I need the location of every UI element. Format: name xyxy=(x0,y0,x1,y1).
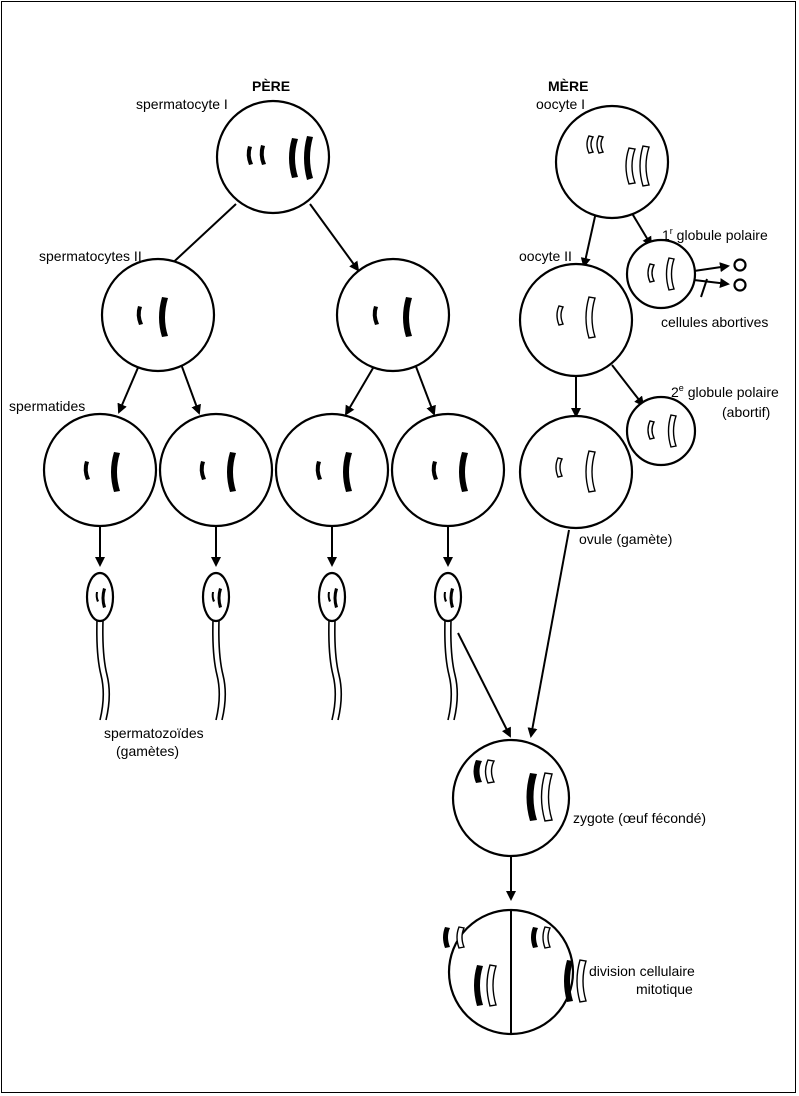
label-gametes: (gamètes) xyxy=(116,743,179,759)
globule1-number: 1 xyxy=(662,227,670,243)
arrow-o2-to-gp2 xyxy=(611,364,645,407)
label-spermatocytes-2: spermatocytes II xyxy=(39,248,142,264)
label-globule-polaire-2: 2e globule polaire xyxy=(671,383,779,400)
spermatozoon-1 xyxy=(85,571,115,721)
arrow-gp1-to-abortive-1 xyxy=(693,262,730,273)
arrow-sc2r-to-st4 xyxy=(414,363,436,416)
pointer-cellules-abortives xyxy=(700,278,708,298)
globule2-text: globule polaire xyxy=(684,384,779,400)
arrow-o1-to-o2 xyxy=(580,211,597,268)
spermatide-4-cell xyxy=(390,412,506,528)
arrow-sc1-to-sc2-left xyxy=(163,203,237,272)
label-mere: MÈRE xyxy=(548,78,588,94)
label-ovule: ovule (gamète) xyxy=(579,531,672,547)
label-oocyte-2: oocyte II xyxy=(519,248,572,264)
spermatide-2-cell xyxy=(158,412,274,528)
polar-body-1-cell xyxy=(625,238,697,310)
spermatide-1-cell xyxy=(42,412,158,528)
label-oocyte-1: oocyte I xyxy=(536,96,585,112)
globule1-text: globule polaire xyxy=(673,227,768,243)
label-division-1: division cellulaire xyxy=(589,963,695,979)
spermatocyte-2-right-cell xyxy=(335,257,451,373)
arrow-sperm-to-zygote xyxy=(457,632,511,738)
polar-body-2-cell xyxy=(625,395,697,467)
label-pere: PÈRE xyxy=(252,78,290,94)
globule2-number: 2 xyxy=(671,384,679,400)
globule1-superscript: r xyxy=(670,226,673,236)
label-spermatozoides: spermatozoïdes xyxy=(104,725,204,741)
arrow-o1-to-gp1 xyxy=(629,209,653,247)
ovule-cell xyxy=(518,414,634,530)
arrow-sc2r-to-st3 xyxy=(344,362,377,416)
abortive-cell-2 xyxy=(733,278,747,292)
abortive-cell-1 xyxy=(733,258,747,272)
spermatozoon-4 xyxy=(433,571,463,721)
label-spermatides: spermatides xyxy=(9,398,85,414)
spermatocyte-1-cell xyxy=(215,99,331,215)
label-zygote: zygote (œuf fécondé) xyxy=(573,810,706,826)
spermatocyte-2-left-cell xyxy=(100,257,216,373)
arrow-sc1-to-sc2-right xyxy=(309,203,360,272)
label-spermatocyte-1: spermatocyte I xyxy=(136,96,228,112)
arrow-sc2l-to-st1 xyxy=(117,362,141,414)
oocyte-2-cell xyxy=(518,262,634,378)
arrow-ovule-to-zygote xyxy=(527,529,570,738)
spermatozoon-2 xyxy=(201,571,231,721)
label-division-2: mitotique xyxy=(636,981,693,997)
zygote-cell xyxy=(451,738,571,858)
label-globule-polaire-1: 1r globule polaire xyxy=(662,226,768,243)
label-abortif: (abortif) xyxy=(722,404,770,420)
mitotic-division-cells xyxy=(443,908,587,1036)
arrow-sc2l-to-st2 xyxy=(180,363,201,415)
arrow-gp1-to-abortive-2 xyxy=(693,278,730,289)
globule2-superscript: e xyxy=(679,383,684,393)
oocyte-1-cell xyxy=(554,104,670,220)
spermatide-3-cell xyxy=(274,412,390,528)
label-cellules-abortives: cellules abortives xyxy=(661,314,768,330)
spermatozoon-3 xyxy=(317,571,347,721)
arrows xyxy=(95,203,730,901)
